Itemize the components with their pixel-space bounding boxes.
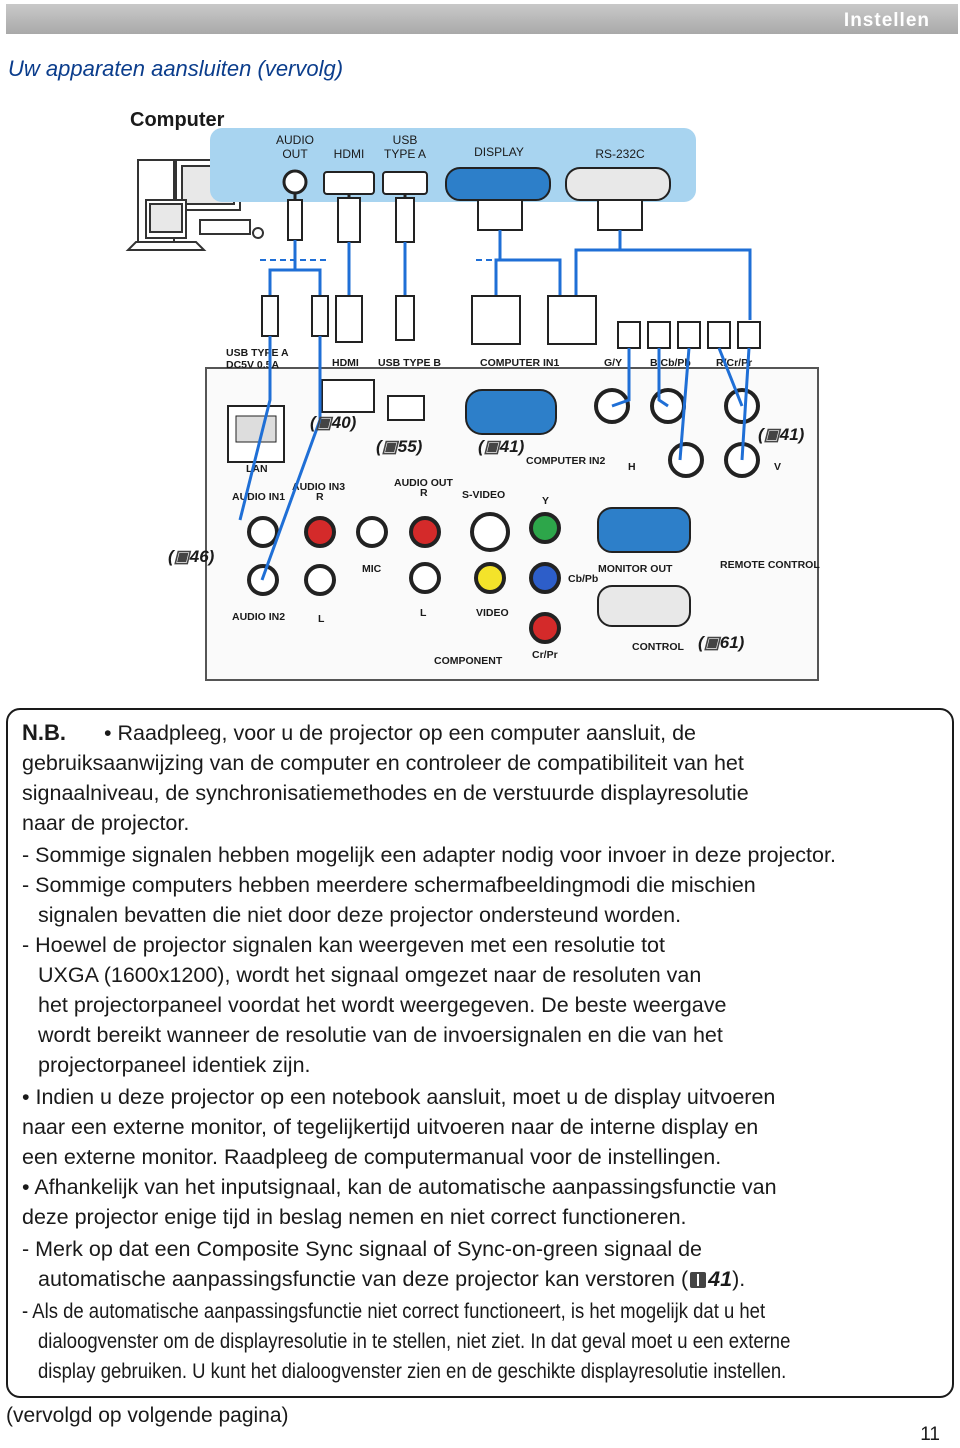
svg-text:AUDIO IN2: AUDIO IN2 [232,611,285,623]
note-line: wordt bereikt wanneer de resolutie van d… [38,1023,723,1047]
note-line: signaalniveau, de synchronisatiemethodes… [22,781,749,805]
note-line: gebruiksaanwijzing van de computer en co… [22,751,744,775]
svg-text:COMPUTER IN2: COMPUTER IN2 [526,455,606,467]
note-line: - Sommige computers hebben meerdere sche… [22,873,756,897]
svg-text:V: V [774,461,781,473]
port-label-hdmi: HDMI [334,147,365,161]
svg-text:OUT: OUT [282,147,308,161]
note-line: - Als de automatische aanpassingsfunctie… [22,1299,766,1323]
note-line: - Sommige signalen hebben mogelijk een a… [22,843,836,867]
note-line: het projectorpaneel voordat het wordt we… [38,993,727,1017]
svg-text:LAN: LAN [246,463,268,475]
svg-text:CONTROL: CONTROL [632,641,684,653]
svg-text:R: R [316,491,324,503]
svg-text:AUDIO OUT: AUDIO OUT [394,477,454,489]
continued-label: (vervolgd op volgende pagina) [6,1404,289,1427]
svg-text:L: L [318,613,325,625]
svg-text:H: H [628,461,636,473]
page-title: Uw apparaten aansluiten (vervolg) [8,56,344,81]
ref-component: (▣41) [758,425,805,444]
note-line: display gebruiken. U kunt het dialoogven… [38,1359,787,1383]
svg-text:USB TYPE A: USB TYPE A [226,347,289,359]
svg-text:Y: Y [542,495,549,507]
port-label-display: DISPLAY [474,145,524,159]
svg-text:L: L [420,607,427,619]
note-line: - Merk op dat een Composite Sync signaal… [22,1237,703,1261]
ref-audio: (▣46) [168,547,215,566]
note-line: een externe monitor. Raadpleeg de comput… [22,1145,722,1169]
computer-label: Computer [130,109,225,131]
svg-text:COMPONENT: COMPONENT [434,655,503,667]
note-line: - Hoewel de projector signalen kan weerg… [22,933,665,957]
page-number: 11 [920,1424,940,1445]
section-header-bar: Instellen [6,4,958,34]
book-icon [690,1272,707,1288]
port-label-rs232c: RS-232C [595,147,645,161]
note-label: N.B. [22,720,66,745]
section-title: Instellen [843,10,930,31]
svg-text:B/Cb/Pb: B/Cb/Pb [650,357,691,369]
svg-text:HDMI: HDMI [332,357,359,369]
ref-hdmi: (▣40) [310,413,357,432]
port-label-usb-a: USB [393,133,418,147]
note-line-with-ref: automatische aanpassingsfunctie van deze… [38,1267,746,1291]
svg-text:REMOTE CONTROL: REMOTE CONTROL [720,559,820,571]
svg-text:AUDIO IN1: AUDIO IN1 [232,491,285,503]
note-line: projectorpaneel identiek zijn. [38,1053,311,1077]
note-line: • Raadpleeg, voor u de projector op een … [104,721,696,745]
svg-text:G/Y: G/Y [604,357,622,369]
svg-text:COMPUTER IN1: COMPUTER IN1 [480,357,560,369]
svg-text:AUDIO IN3: AUDIO IN3 [292,481,345,493]
note-line: UXGA (1600x1200), wordt het signaal omge… [38,963,702,987]
svg-text:MIC: MIC [362,563,382,575]
connection-diagram: Computer AUDIO OUT HDMI USB TYPE A DISPL… [125,109,820,681]
ref-computer-in: (▣41) [478,437,525,456]
svg-text:DC5V 0.5A: DC5V 0.5A [226,359,280,371]
svg-text:VIDEO: VIDEO [476,607,509,619]
svg-text:USB TYPE B: USB TYPE B [378,357,441,369]
svg-text:Cb/Pb: Cb/Pb [568,573,598,585]
note-line: deze projector enige tijd in beslag neme… [22,1205,687,1229]
port-label-audio-out: AUDIO [276,133,314,147]
ref-usb: (▣55) [376,437,423,456]
svg-text:Cr/Pr: Cr/Pr [532,649,558,661]
note-line: naar de projector. [22,811,190,835]
note-line: • Indien u deze projector op een noteboo… [22,1085,776,1109]
ref-control: (▣61) [698,633,745,652]
computer-icon [125,159,264,251]
svg-text:TYPE A: TYPE A [384,147,426,161]
note-line: dialoogvenster om de displayresolutie in… [38,1329,791,1353]
note-box: N.B. • Raadpleeg, voor u de projector op… [6,708,954,1398]
note-line: naar een externe monitor, of tegelijkert… [22,1115,759,1139]
note-line: signalen bevatten die niet door deze pro… [38,903,682,927]
svg-text:R: R [420,487,428,499]
svg-text:MONITOR OUT: MONITOR OUT [598,563,673,575]
note-line: • Afhankelijk van het inputsignaal, kan … [22,1175,777,1199]
svg-text:S-VIDEO: S-VIDEO [462,489,505,501]
